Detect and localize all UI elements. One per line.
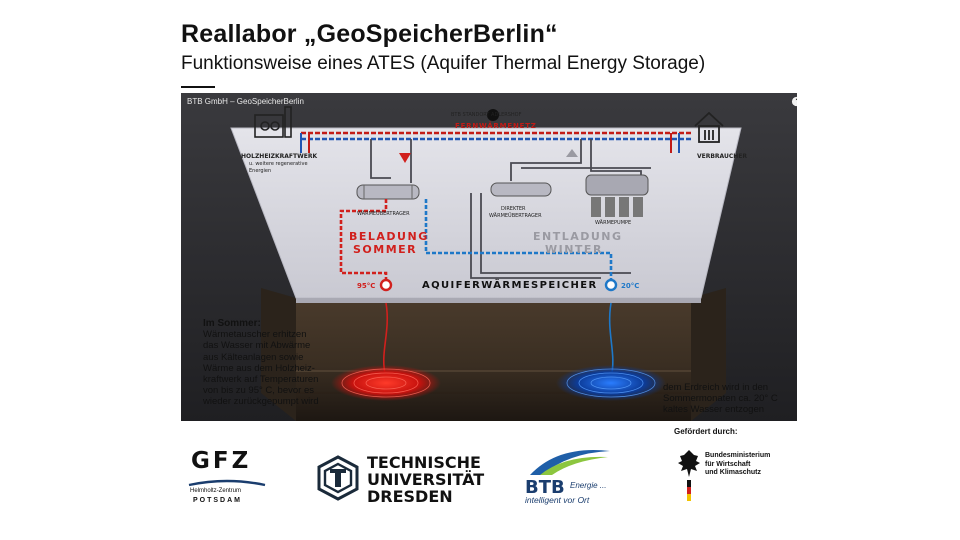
hot-temp-label: 95°C <box>357 282 376 290</box>
slide-subtitle: Funktionsweise eines ATES (Aquifer Therm… <box>181 53 706 74</box>
heat-pump-label: WÄRMEPUMPE <box>595 220 632 226</box>
direct-hx-label-2: WÄRMEÜBERTRAGER <box>489 213 542 219</box>
btb-swoosh-icon <box>530 450 610 475</box>
storage-label: AQUIFERWÄRMESPEICHER <box>422 280 598 291</box>
internal-piping <box>370 139 651 279</box>
tu-line-3: DRESDEN <box>367 487 453 506</box>
consumer-house-icon <box>694 111 724 143</box>
summer-caption-line: wieder zurückgepumpt wird <box>203 396 319 408</box>
summer-caption-line: Wärme aus dem Holzheiz- <box>203 362 315 374</box>
btb-logo-word: BTB <box>525 477 565 498</box>
summer-caption-line: das Wasser mit Abwärme <box>203 340 311 352</box>
extraction-caption-line: dem Erdreich wird in den <box>663 382 769 393</box>
district-heating-pipes <box>300 131 691 153</box>
charge-label-2: SOMMER <box>353 243 418 256</box>
power-plant-icon <box>254 106 292 138</box>
discharge-label-1: ENTLADUNG <box>533 230 623 243</box>
bmwk-text: Bundesministerium für Wirtschaft und Kli… <box>705 452 770 478</box>
extraction-caption-line: kaltes Wasser entzogen <box>663 404 765 416</box>
gfz-logo-sub2: POTSDAM <box>193 497 242 504</box>
bmwk-line-1: Bundesministerium <box>705 452 771 459</box>
hot-reservoir <box>331 365 441 401</box>
return-loop-blue <box>424 199 613 285</box>
soil-block <box>296 298 691 421</box>
title-underline <box>181 86 215 88</box>
heat-exchanger-left <box>356 184 420 200</box>
btb-logo-energie: Energie ... <box>570 481 607 490</box>
cold-temp-label: 20°C <box>621 282 640 290</box>
bmwk-line-3: und Klimaschutz <box>705 469 762 476</box>
ates-diagram <box>181 93 797 421</box>
consumer-label: VERBRAUCHER <box>697 153 748 160</box>
charge-label-1: BELADUNG <box>349 230 429 243</box>
charging-loop-red <box>339 199 388 285</box>
tu-dresden-text: TECHNISCHE UNIVERSITÄT DRESDEN <box>367 454 484 505</box>
discharge-arrow-icon <box>566 149 578 157</box>
heat-exchanger-label: WÄRMEÜBERTRAGER <box>357 211 410 217</box>
summer-caption-heading: Im Sommer: <box>203 318 261 329</box>
video-channel-title[interactable]: BTB GmbH – GeoSpeicherBerlin <box>187 97 304 106</box>
tu-line-1: TECHNISCHE <box>367 453 481 472</box>
gfz-logo-word: GFZ <box>191 448 252 474</box>
gfz-logo-sub1: Helmholtz-Zentrum <box>190 488 242 494</box>
extraction-caption-line: Sommermonaten ca. 20° C <box>663 393 778 405</box>
summer-caption-line: aus Kälteanlagen sowie <box>203 351 304 363</box>
summer-caption-line: kraftwerk auf Temperaturen <box>203 374 319 386</box>
bmwk-line-2: für Wirtschaft <box>705 460 751 468</box>
summer-caption-line: Wärmetauscher erhitzen <box>203 329 307 341</box>
discharge-label-2: WINTER <box>545 243 603 256</box>
cold-well-icon <box>604 278 618 292</box>
share-icon[interactable] <box>791 96 797 107</box>
federal-eagle-icon <box>678 450 700 501</box>
source-title: HOLZHEIZKRAFTWERK <box>241 153 318 160</box>
funding-heading: Gefördert durch: <box>674 427 738 436</box>
direct-hx-label-1: DIREKTER <box>501 206 526 212</box>
source-sub1: u. weitere regenerative <box>249 161 308 167</box>
tu-line-2: UNIVERSITÄT <box>367 470 485 489</box>
standort-label: BTB STANDORT ADLERSHOF <box>451 112 522 118</box>
charge-arrow-icon <box>399 153 411 163</box>
standort-logo-icon <box>487 109 499 121</box>
source-sub2: Energien <box>249 168 272 174</box>
slide-title: Reallabor „GeoSpeicherBerlin“ <box>181 20 558 48</box>
gfz-swoosh-icon <box>188 479 266 487</box>
btb-logo-tagline: intelligent vor Ort <box>525 495 590 505</box>
cold-reservoir <box>556 365 666 401</box>
video-player[interactable]: BTB GmbH – GeoSpeicherBerlin BTB STANDOR… <box>181 93 797 421</box>
hot-well-icon <box>379 278 393 292</box>
heat-pump <box>585 174 649 217</box>
direct-heat-exchanger <box>490 182 552 197</box>
tu-dresden-emblem-icon <box>317 455 359 501</box>
extraction-caption: dem Erdreich wird in den Sommermonaten c… <box>663 382 778 416</box>
district-heating-label: FERNWÄRMENETZ <box>455 122 537 130</box>
summer-caption-line: von bis zu 95° C, bevor es <box>203 385 314 397</box>
summer-caption: Im Sommer: Wärmetauscher erhitzen das Wa… <box>203 318 319 408</box>
